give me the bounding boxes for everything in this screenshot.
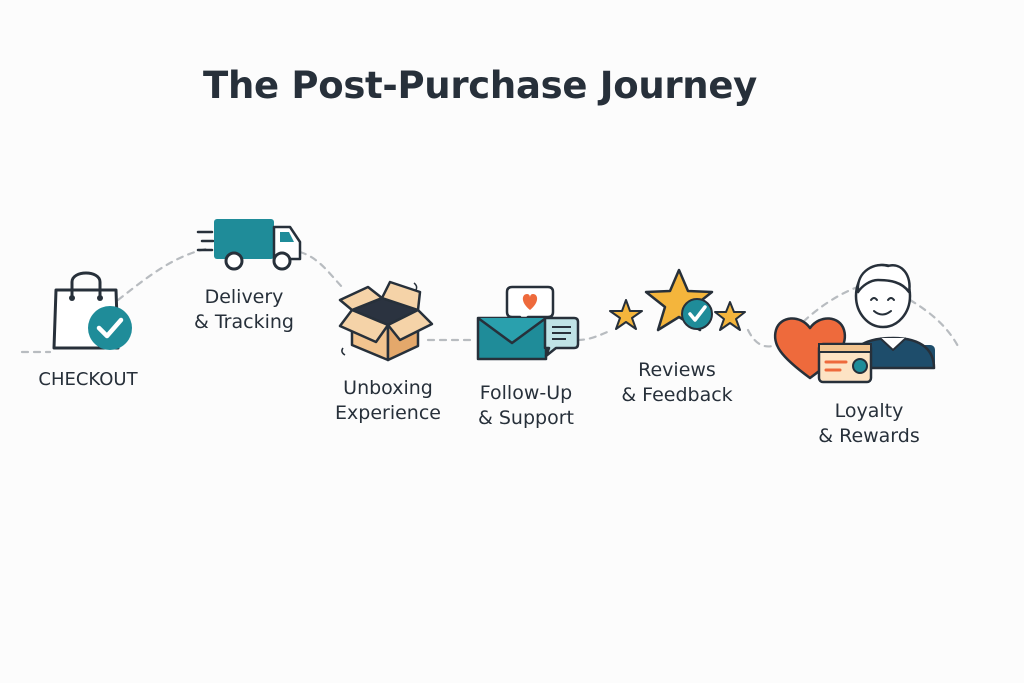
delivery-truck-icon [196,219,302,271]
diagram-title: The Post-Purchase Journey [203,64,757,107]
envelope-chat-icon [476,285,580,361]
step-label-follow-up: Follow-Up & Support [456,381,596,431]
step-label-line: Unboxing [343,377,433,399]
journey-path [20,246,962,354]
step-label-line: & Tracking [194,311,294,333]
step-label-line: CHECKOUT [38,369,138,390]
shopping-bag-check-icon [52,271,132,350]
heart-card-person-icon [773,263,936,384]
step-label-line: Reviews [638,359,716,381]
open-box-icon [338,280,434,362]
step-label-unboxing: Unboxing Experience [318,376,458,426]
step-label-line: & Feedback [621,384,733,406]
stars-check-icon [609,268,746,332]
step-label-reviews: Reviews & Feedback [607,358,747,408]
step-label-checkout: CHECKOUT [18,367,158,392]
step-label-line: Experience [335,402,441,424]
step-label-delivery: Delivery & Tracking [174,285,314,335]
step-label-line: & Support [478,407,574,429]
step-label-line: Loyalty [834,400,904,422]
step-label-loyalty: Loyalty & Rewards [799,399,939,449]
step-label-line: Delivery [204,286,284,308]
step-label-line: & Rewards [818,425,920,447]
step-label-line: Follow-Up [479,382,573,404]
